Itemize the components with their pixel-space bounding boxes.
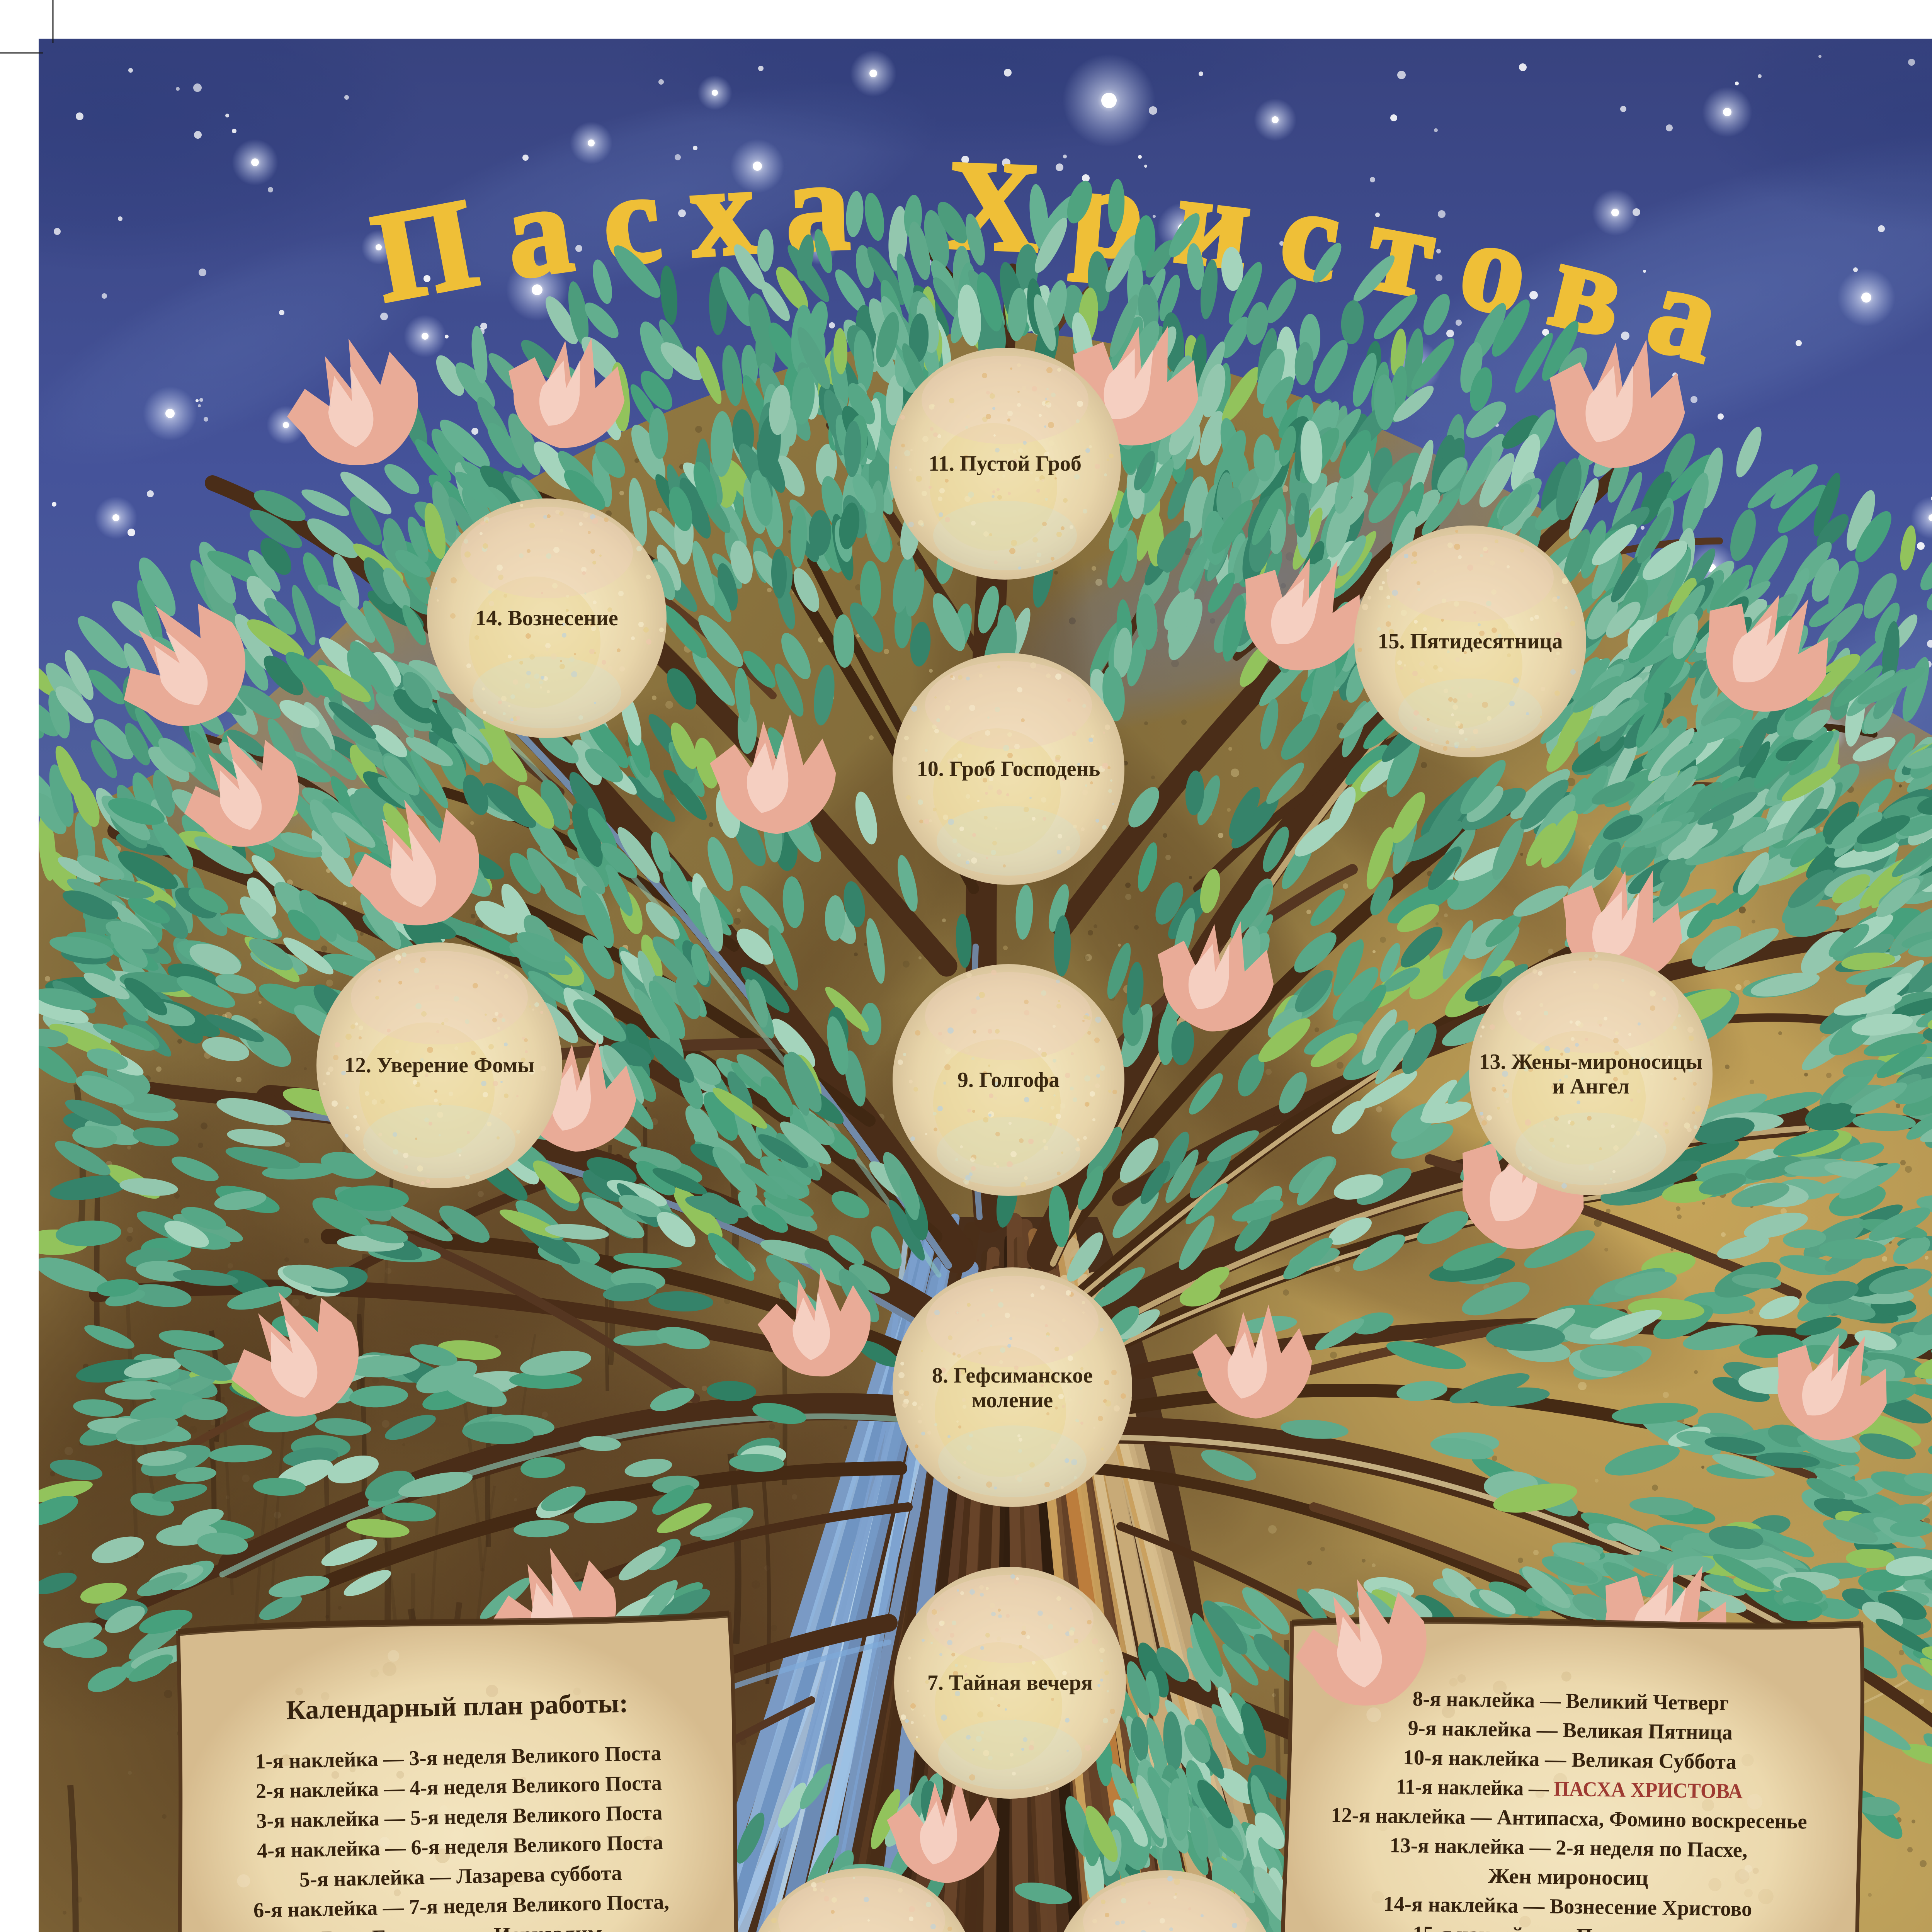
svg-text:11. Пустой Гроб: 11. Пустой Гроб	[929, 452, 1082, 476]
svg-text:9. Голгофа: 9. Голгофа	[957, 1068, 1060, 1092]
svg-text:12. Уверение Фомы: 12. Уверение Фомы	[344, 1053, 534, 1077]
svg-text:8. Гефсиманское: 8. Гефсиманское	[932, 1364, 1093, 1388]
svg-text:7. Тайная вечеря: 7. Тайная вечеря	[927, 1671, 1093, 1695]
svg-text:10. Гроб Господень: 10. Гроб Господень	[917, 757, 1100, 781]
svg-text:моление: моление	[972, 1388, 1053, 1412]
